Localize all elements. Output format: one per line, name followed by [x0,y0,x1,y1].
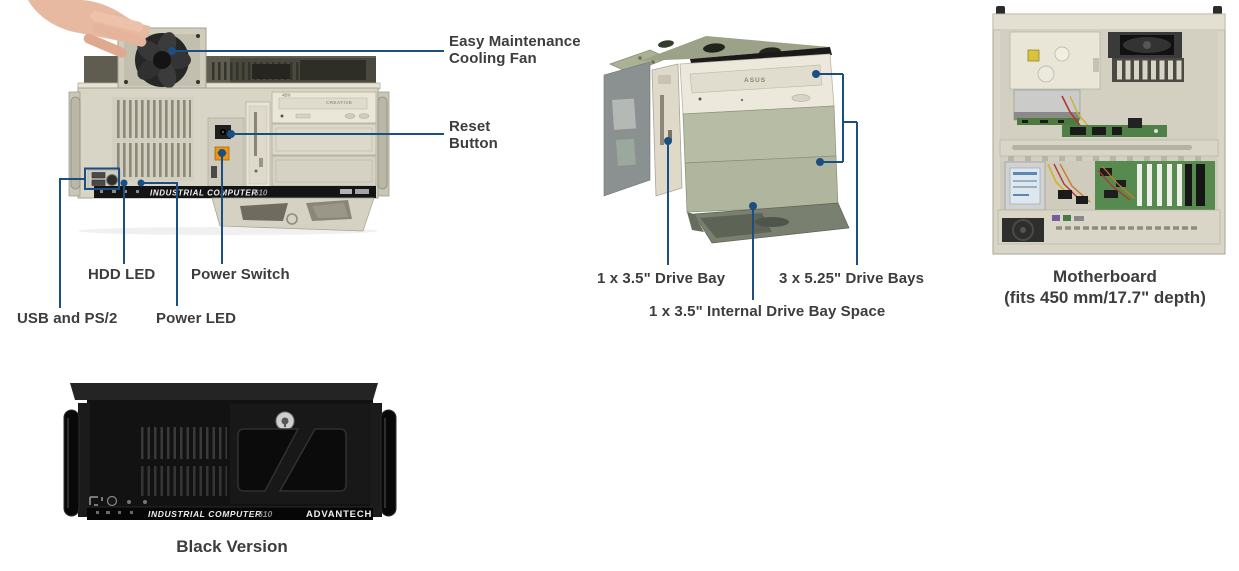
rack-handle-right [377,96,388,190]
drive-cage-cover [1009,31,1101,90]
black-front-controls [89,495,147,507]
motherboard-photo [992,6,1226,255]
drive-cage-photo: ASUS [603,36,858,300]
black-version-photo: INDUSTRIAL COMPUTER 610 ADVANTECH [63,383,397,520]
wiring [1047,163,1091,204]
lock-icon [275,411,295,431]
backplane-slots [1095,161,1215,210]
floppy-drive [245,101,271,189]
control-panel [207,117,245,191]
front-vents [112,97,194,181]
cage-floppy-front [651,63,683,197]
caption-black-version: Black Version [176,537,288,556]
black-handle-left [63,409,80,517]
lower-section [1000,161,1218,211]
front-view-photo: 4BX CREATIVE INDUSTRIAL COMPUTER 61 [28,0,444,308]
cage-front: ASUS [679,53,839,213]
door-accents [237,428,347,492]
caption-line: (fits 450 mm/17.7" depth) [1004,288,1206,307]
cd-brand-text: CREATIVE [326,100,352,105]
black-vents [141,427,227,496]
hand [28,0,150,58]
blank-bay-panel-1 [682,105,837,164]
svg-text:4BX: 4BX [282,93,291,98]
callout-hdd-led [120,179,128,264]
drive-cage-callout-lines [664,70,858,300]
label-bay-35: 1 x 3.5" Drive Bay [597,270,726,287]
black-strip-model-text: 610 [258,509,272,519]
label-line: Reset [449,118,491,135]
label-line: Easy Maintenance [449,33,581,50]
label-bays-525: 3 x 5.25" Drive Bays [779,270,925,287]
black-rack-ear-left [78,403,90,517]
cage-left-side [603,61,651,197]
front-view-callout-lines [59,47,444,308]
label-usb-ps2: USB and PS/2 [17,310,118,327]
callout-bay-35 [664,137,672,265]
label-line: Button [449,134,498,152]
card-guides [1112,58,1184,82]
optical-brand-text: ASUS [744,77,766,84]
empty-drive-bays [271,123,377,187]
callout-internal-bay [749,202,757,300]
black-rack-ear-right [370,403,382,517]
callout-power-switch [218,149,226,264]
caption-line: Motherboard [1053,267,1157,286]
label-power-switch: Power Switch [191,266,290,283]
front-edge [997,209,1221,245]
psu [1004,161,1046,211]
caption-motherboard: Motherboard (fits 450 mm/17.7" depth) [983,266,1227,308]
callout-reset [227,130,444,138]
strip-brand-text: INDUSTRIAL COMPUTER [150,189,258,198]
strip-model-text: 610 [254,189,268,198]
cpu-card-area [1061,95,1167,137]
front-name-strip: INDUSTRIAL COMPUTER 610 [94,186,376,198]
label-power-led: Power LED [156,310,237,327]
label-internal-bay: 1 x 3.5" Internal Drive Bay Space [649,303,886,320]
black-handle-right [380,409,397,517]
cdrom-drive: 4BX CREATIVE [271,91,377,124]
label-hdd-led: HDD LED [88,266,156,283]
blank-bay-panel-2 [684,155,839,213]
chassis-front-face: 4BX CREATIVE INDUSTRIAL COMPUTER 61 [68,87,390,232]
mid-divider [999,139,1219,161]
callout-cooling-fan [168,47,444,55]
black-name-strip: INDUSTRIAL COMPUTER 610 ADVANTECH [87,506,373,520]
black-strip-brand-text: INDUSTRIAL COMPUTER [148,509,262,519]
rear-fan-icon [1108,32,1182,58]
rack-handle-left [70,96,81,190]
advantech-logo: ADVANTECH [306,509,372,520]
usb-ps2-ports [87,169,121,189]
upper-metal-box [1013,89,1081,125]
callout-usb-ps2 [59,167,120,308]
open-front-door [211,197,375,232]
callout-power-led [137,179,178,306]
callout-bays-525 [812,70,858,265]
label-reset-button: Reset Button [449,118,498,152]
label-cooling-fan: Easy Maintenance Cooling Fan [449,33,581,67]
black-top-lid [70,383,378,400]
label-line: Cooling Fan [449,49,537,67]
